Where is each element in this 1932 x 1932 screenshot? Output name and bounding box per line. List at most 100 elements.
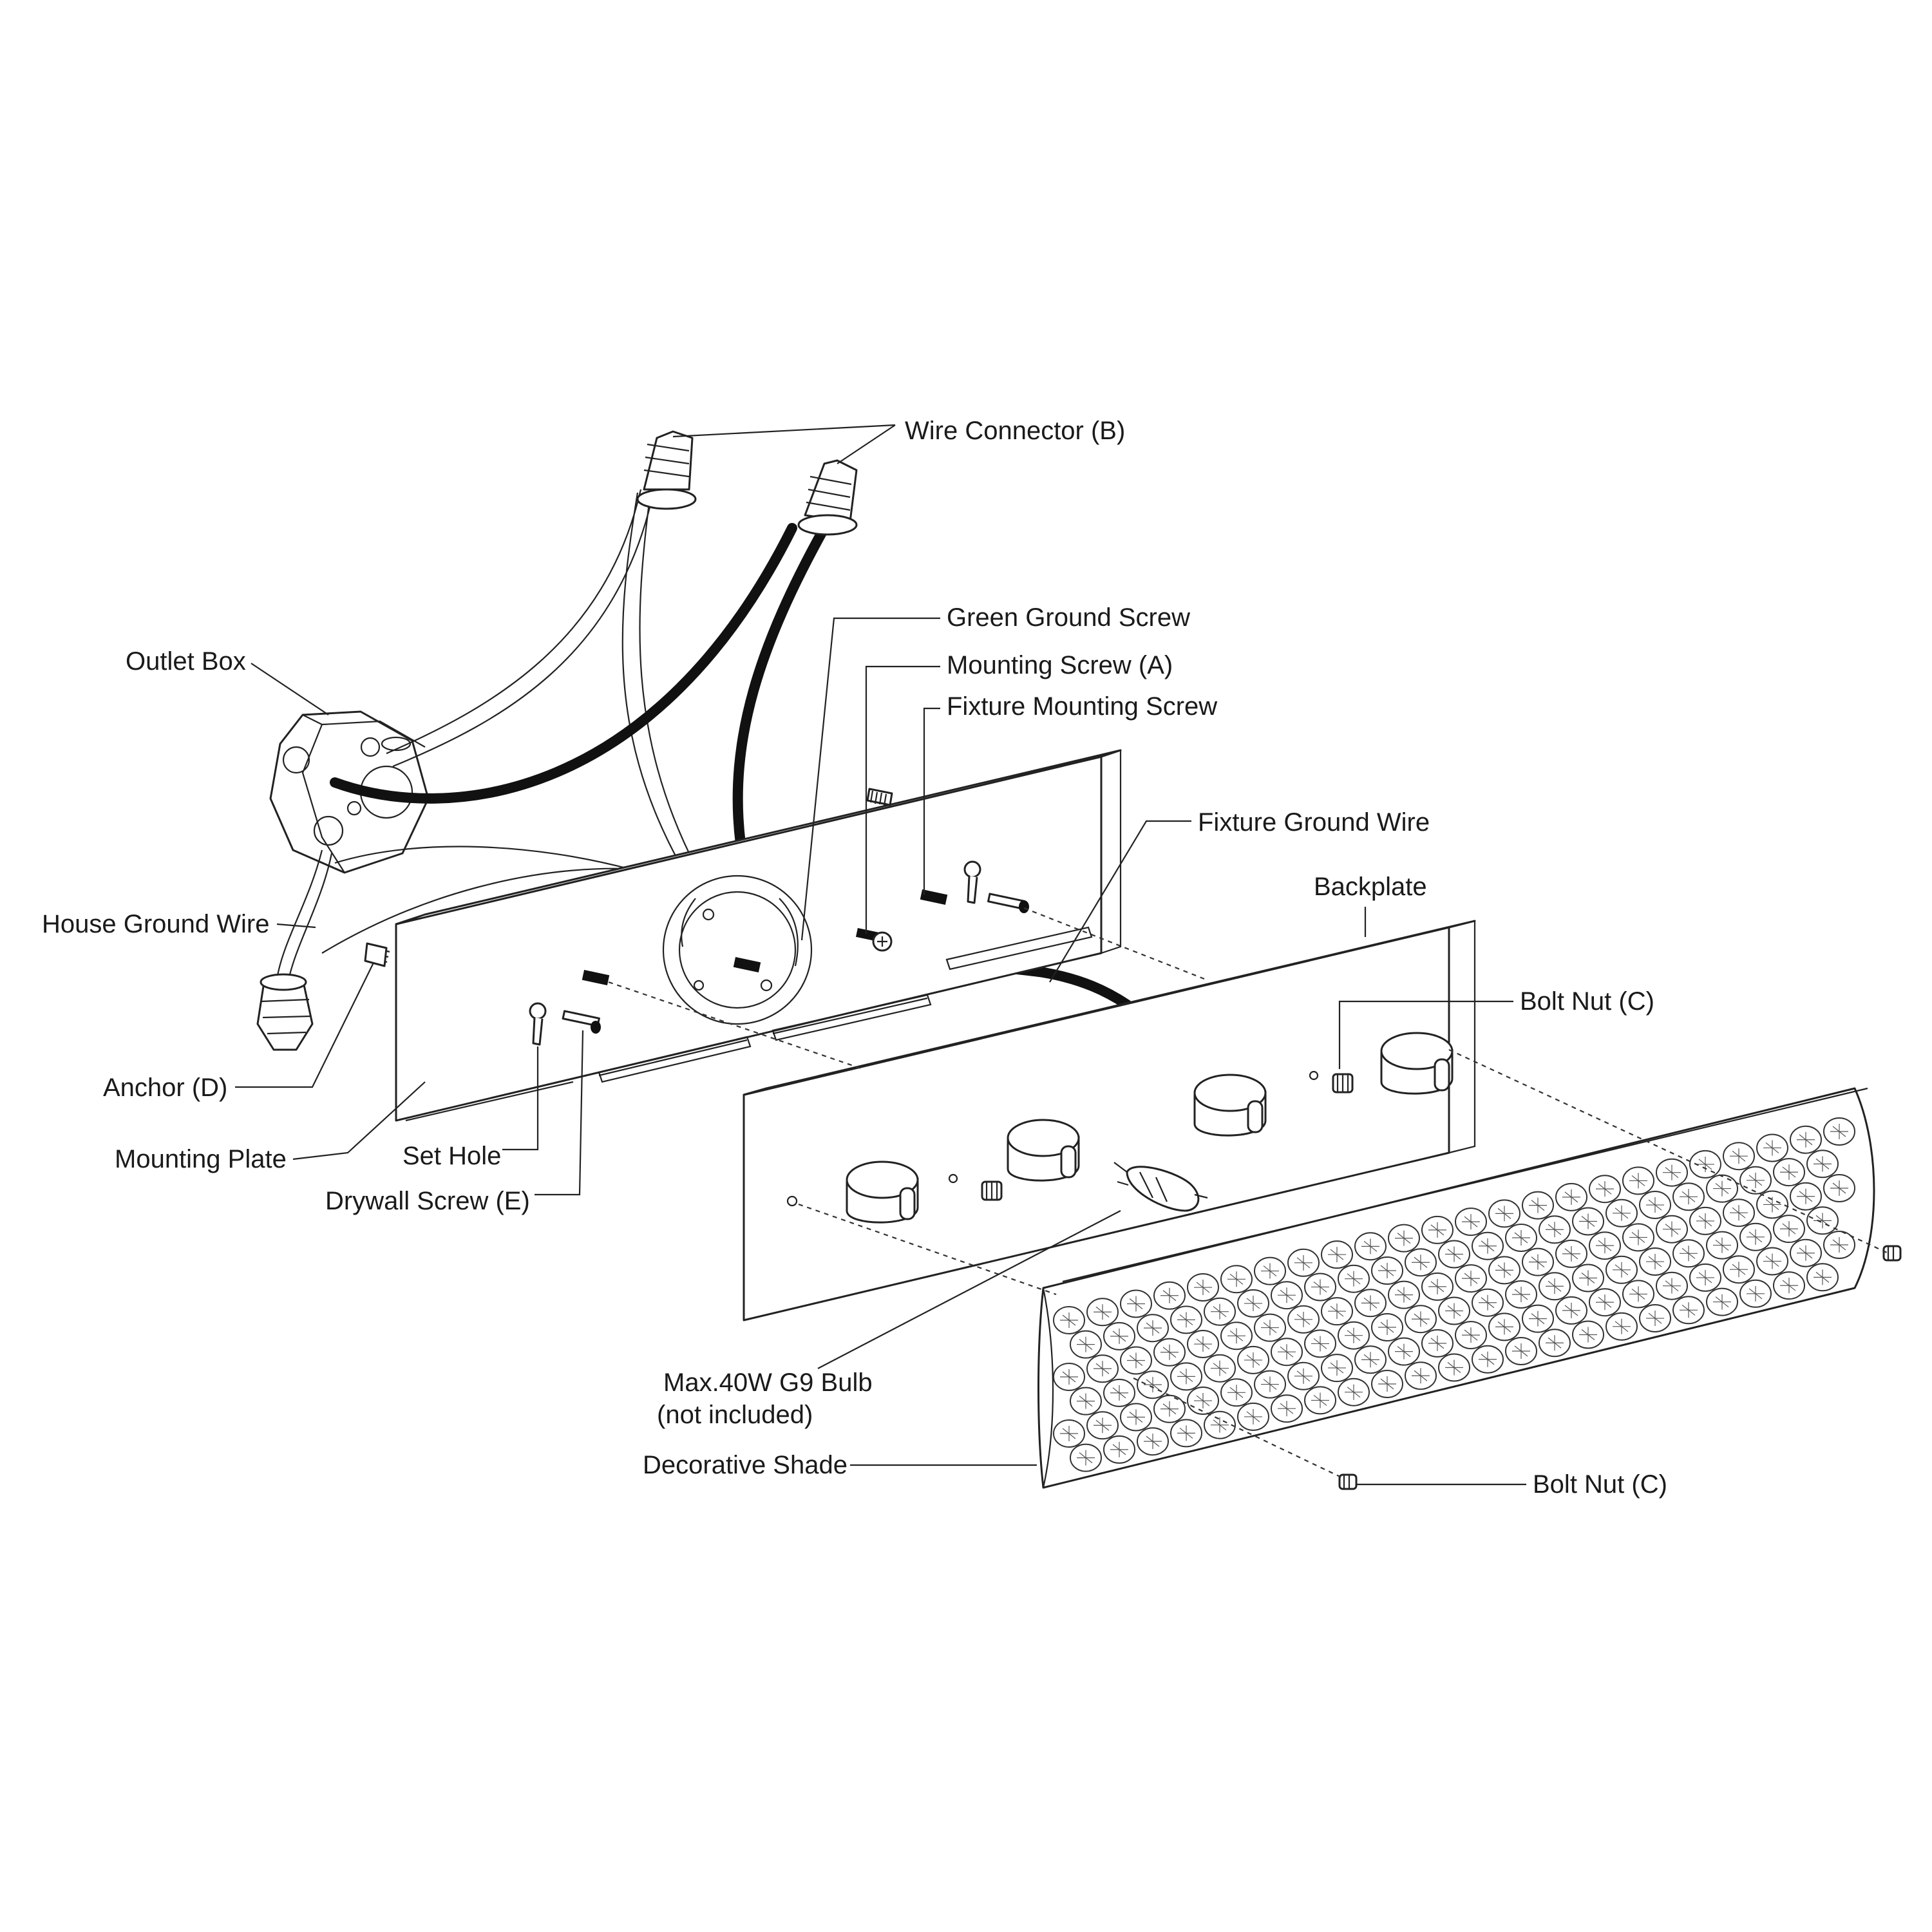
shade-cell-facet <box>1361 1295 1379 1311</box>
shade-cell-facet <box>1395 1230 1413 1246</box>
shade-cell <box>1103 1378 1135 1407</box>
shade-cell <box>1086 1354 1119 1383</box>
shade-cell <box>1622 1280 1654 1309</box>
label-backplate: Backplate <box>1314 873 1427 901</box>
shade-cell-facet <box>1144 1320 1162 1336</box>
shade-cell-facet <box>1562 1302 1580 1318</box>
shade-cell-facet <box>1613 1205 1631 1221</box>
shade-cell-facet <box>1160 1401 1179 1417</box>
house-wires <box>276 489 696 981</box>
shade-cell-facet <box>1629 1229 1647 1245</box>
shade-cell <box>1773 1158 1805 1187</box>
shade-cell-facet <box>1814 1156 1832 1172</box>
shade-cell <box>1354 1345 1387 1374</box>
shade-cell-facet <box>1613 1262 1631 1278</box>
shade-cell-facet <box>1110 1328 1128 1344</box>
shade-cell <box>1137 1427 1169 1456</box>
shade-cell-facet <box>1663 1278 1681 1294</box>
shade-cell-facet <box>1529 1197 1547 1213</box>
shade-cell <box>1455 1208 1487 1236</box>
shade-cell-facet <box>1077 1336 1095 1352</box>
shade-cell-facet <box>1495 1262 1513 1278</box>
shade-cell-facet <box>1780 1278 1798 1294</box>
shade-cell <box>1254 1370 1286 1399</box>
shade-cell <box>1472 1231 1504 1260</box>
label-outlet-box: Outlet Box <box>126 647 246 676</box>
shade-cell-facet <box>1830 1123 1848 1139</box>
shade-cell-facet <box>1160 1287 1179 1303</box>
shade-cell <box>1321 1354 1353 1383</box>
shade-cell <box>1304 1386 1336 1415</box>
label-drywall-screw: Drywall Screw (E) <box>325 1187 530 1215</box>
shade-cell-facet <box>1227 1328 1245 1344</box>
shade-cell <box>1706 1174 1738 1203</box>
shade-cell-facet <box>1144 1377 1162 1393</box>
shade-cell <box>1723 1255 1755 1284</box>
shade-cell <box>1304 1273 1336 1302</box>
shade-cell-facet <box>1730 1148 1748 1164</box>
anchor-d-upper <box>866 788 893 806</box>
shade-cell <box>1806 1206 1839 1235</box>
shade-cell <box>1170 1305 1202 1334</box>
shade-cell <box>1421 1272 1454 1301</box>
shade-cell-facet <box>1747 1285 1765 1302</box>
label-bulb-line2: (not included) <box>657 1401 813 1429</box>
shade-cell-facet <box>1646 1254 1664 1270</box>
shade-cell <box>1237 1289 1269 1318</box>
shade-cell-facet <box>1211 1303 1229 1320</box>
shade-cell <box>1505 1280 1537 1309</box>
shade-cell <box>1438 1296 1470 1325</box>
leader-lines <box>235 424 1526 1486</box>
shade-cell <box>1656 1271 1688 1300</box>
shade-cell-facet <box>1780 1221 1798 1237</box>
socket-2 <box>1007 1119 1080 1182</box>
shade-cell <box>1220 1378 1253 1407</box>
shade-cell <box>1756 1133 1788 1162</box>
drywall-screw-e <box>562 1010 601 1034</box>
shade-cell <box>1672 1182 1705 1211</box>
shade-cell-facet <box>1345 1271 1363 1287</box>
shade-cell-facet <box>1194 1336 1212 1352</box>
shade-cell <box>1639 1191 1671 1219</box>
shade-cell <box>1539 1329 1571 1358</box>
bolt-nut-c-shade-right <box>1882 1245 1902 1262</box>
shade-cell-facet <box>1713 1237 1731 1253</box>
shade-cell <box>1488 1312 1520 1341</box>
shade-cell <box>1120 1289 1152 1318</box>
shade-cell-facet <box>1261 1376 1279 1392</box>
screw-black-1 <box>582 970 610 985</box>
shade-cell-facet <box>1562 1245 1580 1262</box>
shade-cell-facet <box>1094 1361 1112 1377</box>
shade-cell <box>1137 1370 1169 1399</box>
shade-cell <box>1589 1288 1621 1317</box>
shade-cell <box>1204 1410 1236 1439</box>
shade-cell-facet <box>1077 1393 1095 1409</box>
shade-cell-facet <box>1797 1188 1815 1204</box>
shade-cell <box>1505 1337 1537 1365</box>
shade-cell-facet <box>1797 1245 1815 1261</box>
shade-cell-facet <box>1495 1319 1513 1335</box>
shade-cell <box>1271 1394 1303 1423</box>
label-decorative-shade: Decorative Shade <box>643 1451 848 1479</box>
bolt-nut-c-backplate-1 <box>981 1180 1003 1201</box>
shade-cell-facet <box>1747 1229 1765 1245</box>
shade-cell <box>1455 1321 1487 1350</box>
shade-cell-facet <box>1814 1269 1832 1285</box>
label-anchor: Anchor (D) <box>103 1074 227 1102</box>
shade-cell-facet <box>1144 1434 1162 1450</box>
decorative-shade <box>1037 1087 1875 1489</box>
shade-cell-facet <box>1646 1197 1664 1213</box>
shade-cell-facet <box>1579 1270 1597 1286</box>
shade-cell-facet <box>1328 1303 1346 1320</box>
shade-cell <box>1790 1238 1822 1267</box>
shade-cell-facet <box>1412 1368 1430 1384</box>
shade-cell <box>1739 1166 1772 1195</box>
shade-cell-facet <box>1713 1180 1731 1197</box>
shade-cell-facet <box>1412 1255 1430 1271</box>
shade-cell <box>1405 1361 1437 1390</box>
shade-cell <box>1706 1231 1738 1260</box>
shade-cell <box>1371 1256 1403 1285</box>
shade-cell <box>1137 1314 1169 1343</box>
wire-connector-b-3 <box>256 973 314 1051</box>
